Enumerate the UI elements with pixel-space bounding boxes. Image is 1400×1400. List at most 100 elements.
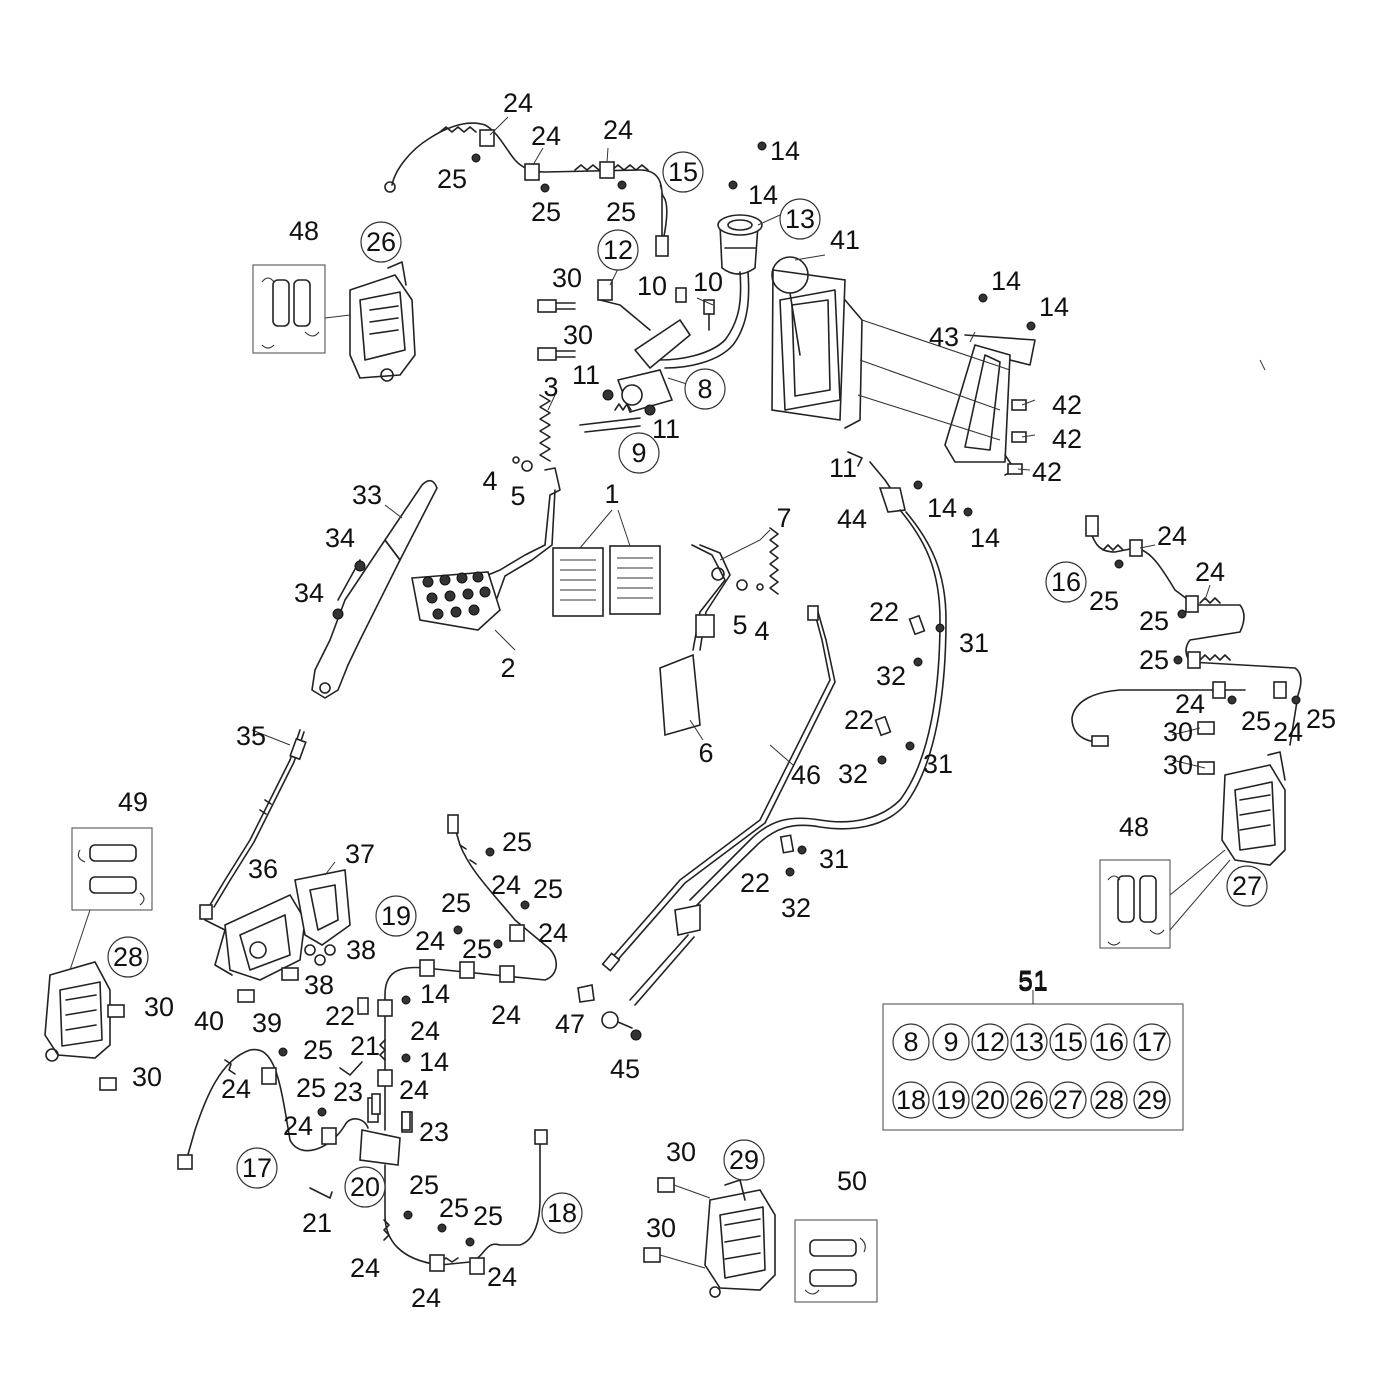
callout-label-36: 36 (248, 854, 278, 884)
callout-label-24: 24 (491, 1000, 521, 1030)
brake-pads-49 (69, 827, 153, 971)
callout-label-11: 11 (652, 414, 680, 444)
callout-label-4: 4 (754, 616, 769, 646)
callout-label-32: 32 (838, 759, 868, 789)
callout-label-40: 40 (194, 1006, 224, 1036)
callout-label-25: 25 (1306, 704, 1336, 734)
callout-label-25: 25 (531, 197, 561, 227)
callout-label-25: 25 (1241, 706, 1271, 736)
callout-circle-19 (375, 895, 417, 937)
brake-line-17 (177, 1048, 369, 1170)
caliper-26 (349, 261, 416, 382)
callout-label-47: 47 (555, 1009, 585, 1039)
kit-label-16: 16 (1094, 1027, 1124, 1057)
callout-label-21: 21 (302, 1208, 332, 1238)
callout-label-30: 30 (563, 320, 593, 350)
callout-label-30: 30 (1163, 717, 1193, 747)
callout-label-24: 24 (411, 1283, 441, 1313)
callout-label-44: 44 (837, 504, 867, 534)
callout-circle-12 (597, 229, 639, 271)
callout-label-31: 31 (959, 628, 989, 658)
kit-circle-18 (892, 1081, 930, 1119)
kit-circle-17 (1133, 1023, 1171, 1061)
callout-label-24: 24 (531, 121, 561, 151)
callout-label-48: 48 (289, 216, 319, 246)
callout-label-33: 33 (352, 480, 382, 510)
leader-lines (251, 116, 1266, 876)
callout-label-25: 25 (606, 197, 636, 227)
kit-label-20: 20 (975, 1085, 1005, 1115)
callout-label-24: 24 (415, 926, 445, 956)
callout-label-14: 14 (419, 1047, 449, 1077)
kit-label-29: 29 (1137, 1085, 1167, 1115)
master-cylinder-8 (579, 279, 691, 433)
callout-label-24: 24 (538, 918, 568, 948)
callout-circle-17 (236, 1147, 278, 1189)
callout-label-27: 27 (1232, 871, 1262, 901)
callout-label-26: 26 (366, 227, 396, 257)
callout-label-34: 34 (325, 523, 355, 553)
callout-label-24: 24 (410, 1016, 440, 1046)
callout-label-29: 29 (729, 1145, 759, 1175)
callout-label-12: 12 (603, 235, 633, 265)
callout-label-10: 10 (637, 271, 667, 301)
callout-label-6: 6 (698, 738, 713, 768)
kit-circle-13 (1010, 1023, 1048, 1061)
callout-label-32: 32 (781, 893, 811, 923)
shift-gate-41 (771, 256, 863, 429)
kit-label-12: 12 (975, 1027, 1005, 1057)
callout-label-30: 30 (144, 992, 174, 1022)
callout-label-31: 31 (819, 844, 849, 874)
callout-label-50: 50 (837, 1166, 867, 1196)
callout-circle-13 (779, 198, 821, 240)
kit-label-9: 9 (943, 1027, 958, 1057)
callout-label-16: 16 (1051, 567, 1081, 597)
callout-label-30: 30 (666, 1137, 696, 1167)
kit-circle-20 (971, 1081, 1009, 1119)
callout-label-25: 25 (473, 1201, 503, 1231)
kit-label-26: 26 (1014, 1085, 1044, 1115)
callout-label-34: 34 (294, 578, 324, 608)
caliper-27 (1197, 721, 1286, 866)
callout-circle-27 (1226, 865, 1268, 907)
callout-label-14: 14 (420, 979, 450, 1009)
callout-label-42: 42 (1052, 424, 1082, 454)
kit-circle-26 (1010, 1081, 1048, 1119)
callout-label-25: 25 (296, 1073, 326, 1103)
callout-label-24: 24 (1273, 717, 1303, 747)
bracket-43 (857, 319, 1036, 476)
callout-label-24: 24 (1175, 689, 1205, 719)
callout-label-31: 31 (923, 749, 953, 779)
callout-label-15: 15 (668, 157, 698, 187)
parking-brake-lever-33 (311, 479, 438, 699)
kit-label-18: 18 (896, 1085, 926, 1115)
clip-11 (847, 451, 863, 467)
kit-circle-16 (1090, 1023, 1128, 1061)
callout-label-14: 14 (927, 493, 957, 523)
small-bolts-lower (278, 153, 1301, 1247)
bracket-37 (237, 869, 351, 1003)
callout-label-25: 25 (439, 1193, 469, 1223)
callout-label-2: 2 (500, 653, 515, 683)
callout-label-24: 24 (491, 870, 521, 900)
callout-label-30: 30 (1163, 750, 1193, 780)
callout-label-45: 45 (610, 1054, 640, 1084)
callout-label-1: 1 (604, 479, 619, 509)
callout-circle-20 (344, 1166, 386, 1208)
pedal-pads-1 (552, 509, 661, 617)
kit-label-19: 19 (936, 1085, 966, 1115)
bolts-14-42 (728, 141, 1036, 517)
callout-label-17: 17 (242, 1153, 272, 1183)
shift-cable-44 (601, 461, 947, 1041)
callout-label-24: 24 (1195, 557, 1225, 587)
callout-label-24: 24 (603, 115, 633, 145)
callout-label-25: 25 (441, 888, 471, 918)
callout-label-22: 22 (869, 597, 899, 627)
accelerator-pedal-6 (659, 527, 779, 737)
kit-label-8: 8 (903, 1027, 918, 1057)
callout-label-10: 10 (693, 267, 723, 297)
parking-cable-35 (199, 729, 307, 920)
